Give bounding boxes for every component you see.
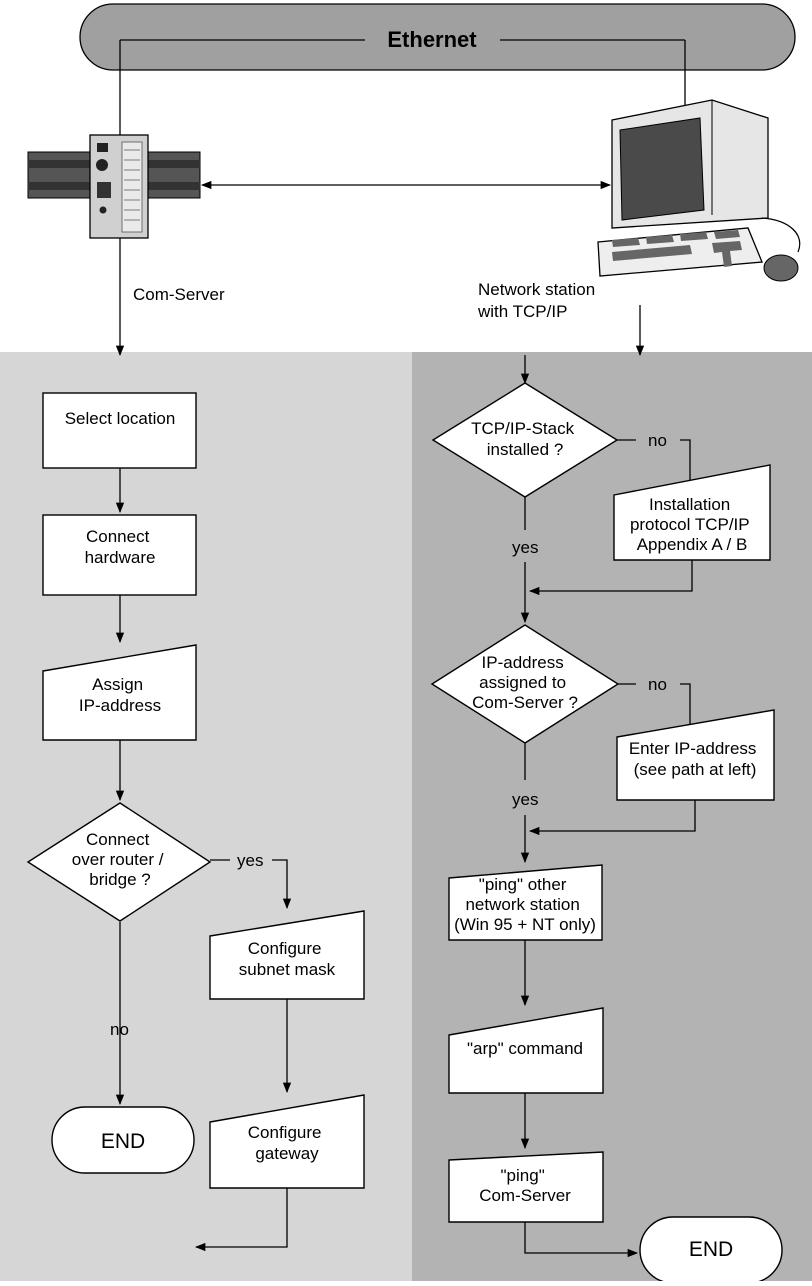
left-flow: Select location Connect hardware Assign … [26, 392, 365, 1252]
gateway-label: Configure gateway [248, 1123, 326, 1163]
com-server-device-icon [27, 134, 201, 239]
ethernet-bar [79, 3, 796, 71]
assign-ip-label: Assign IP-address [79, 675, 161, 715]
subnet-mask-label: Configure subnet mask [239, 939, 336, 979]
ip-question-label: IP-address assigned to Com-Server ? [472, 653, 578, 712]
install-protocol-box [613, 464, 771, 561]
select-location-label: Select location [65, 409, 176, 428]
gateway-box [209, 1094, 365, 1189]
ip-no-label: no [648, 675, 667, 694]
network-station-computer-icon [597, 99, 801, 282]
ping-station-box [448, 864, 603, 941]
left-end-terminal [51, 1106, 195, 1174]
assign-ip-box [42, 644, 197, 741]
ip-yes-label: yes [512, 790, 538, 809]
stack-no-label: no [648, 431, 667, 450]
arp-box [448, 1007, 604, 1094]
select-location-box [42, 392, 197, 469]
left-end-label: END [101, 1130, 145, 1153]
router-no-label: no [110, 1020, 129, 1039]
ethernet-lines [119, 39, 686, 135]
arp-label: "arp" command [467, 1039, 583, 1058]
router-question-diamond [26, 802, 212, 922]
connect-hardware-box [42, 514, 197, 596]
enter-ip-label: Enter IP-address (see path at left) [629, 739, 761, 779]
router-question-label: Connect over router / bridge ? [72, 830, 168, 889]
enter-ip-box [616, 709, 775, 801]
stack-yes-label: yes [512, 538, 538, 557]
station-label: Network station with TCP/IP [477, 280, 600, 321]
ping-server-box [448, 1151, 604, 1223]
right-end-label: END [689, 1238, 733, 1261]
router-yes-label: yes [237, 851, 263, 870]
ping-server-label: "ping" Com-Server [479, 1166, 571, 1205]
ping-station-label: "ping" other network station (Win 95 + N… [454, 875, 596, 934]
connect-hardware-label: Connect hardware [85, 527, 156, 567]
install-protocol-label: Installation protocol TCP/IP Appendix A … [630, 495, 754, 554]
com-server-label: Com-Server [133, 285, 225, 304]
right-flow: TCP/IP-Stack installed ? no Installation… [430, 355, 783, 1284]
stack-question-label: TCP/IP-Stack installed ? [471, 419, 579, 459]
subnet-mask-box [209, 910, 365, 1000]
ethernet-label: Ethernet [387, 27, 477, 52]
